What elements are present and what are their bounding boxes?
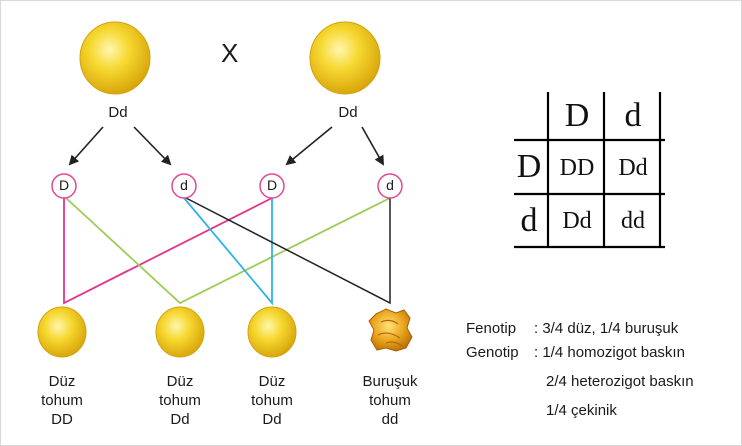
green-line	[65, 197, 391, 305]
gamete-circle	[259, 173, 285, 199]
gamete-circle	[51, 173, 77, 199]
gamete-label: d	[386, 177, 394, 193]
punnett-cell: Dd	[562, 208, 592, 234]
punnett-cell: DD	[559, 155, 595, 181]
fenotip-value: : 3/4 düz, 1/4 buruşuk	[534, 320, 679, 337]
arrow-right-to-d	[361, 126, 384, 166]
punnett-cell: dd	[621, 208, 645, 234]
genotip-value-line3: 1/4 çekinik	[546, 402, 617, 419]
gamete-circle	[377, 173, 403, 199]
arrow-left-to-D	[68, 126, 104, 166]
punnett-row-header: D	[516, 148, 542, 185]
black-line	[185, 197, 391, 305]
punnett-col-header: D	[564, 97, 590, 134]
offspring-label-genotype: DD	[51, 411, 73, 428]
offspring-label-line1: Buruşuk	[362, 373, 418, 390]
offspring-label: Düz tohum Dd	[227, 372, 317, 429]
offspring-seed-round	[37, 306, 87, 358]
offspring-label-genotype: dd	[381, 411, 399, 428]
offspring-label-line1: Düz	[258, 373, 286, 390]
pink-line	[63, 197, 273, 305]
punnett-col-header: d	[624, 97, 642, 134]
genotip-label: Genotip	[466, 344, 519, 361]
parent-seed-left	[79, 21, 151, 95]
offspring-label-line2: tohum	[251, 392, 293, 409]
fenotip-label: Fenotip	[466, 320, 517, 337]
offspring-label-line2: tohum	[159, 392, 201, 409]
offspring-label-line1: Düz	[48, 373, 76, 390]
parent-genotype-left: Dd	[108, 104, 128, 121]
cross-symbol: X	[221, 38, 239, 68]
offspring-seed-round	[155, 306, 205, 358]
gamete-label: D	[266, 177, 278, 193]
offspring-label: Düz tohum DD	[17, 372, 107, 429]
punnett-row-header: d	[520, 202, 538, 239]
blue-line	[183, 197, 273, 306]
gamete-label: D	[58, 177, 70, 193]
parent-seed-right	[309, 21, 381, 95]
gamete-circle	[171, 173, 197, 199]
offspring-seed-round	[247, 306, 297, 358]
offspring-label-line2: tohum	[41, 392, 83, 409]
arrow-right-to-D	[285, 126, 333, 166]
offspring-label-genotype: Dd	[170, 411, 190, 428]
punnett-grid	[514, 92, 665, 249]
arrow-left-to-d	[133, 126, 172, 166]
genotip-value-line2: 2/4 heterozigot baskın	[546, 373, 694, 390]
genotip-value-line1: : 1/4 homozigot baskın	[534, 344, 685, 361]
parent-genotype-right: Dd	[338, 104, 358, 121]
offspring-label-genotype: Dd	[262, 411, 282, 428]
punnett-cell: Dd	[618, 155, 648, 181]
offspring-label-line2: tohum	[369, 392, 411, 409]
gamete-label: d	[180, 177, 188, 193]
offspring-label: Buruşuk tohum dd	[345, 372, 435, 429]
offspring-label-line1: Düz	[166, 373, 194, 390]
offspring-label: Düz tohum Dd	[135, 372, 225, 429]
offspring-seed-wrinkled	[368, 308, 413, 352]
